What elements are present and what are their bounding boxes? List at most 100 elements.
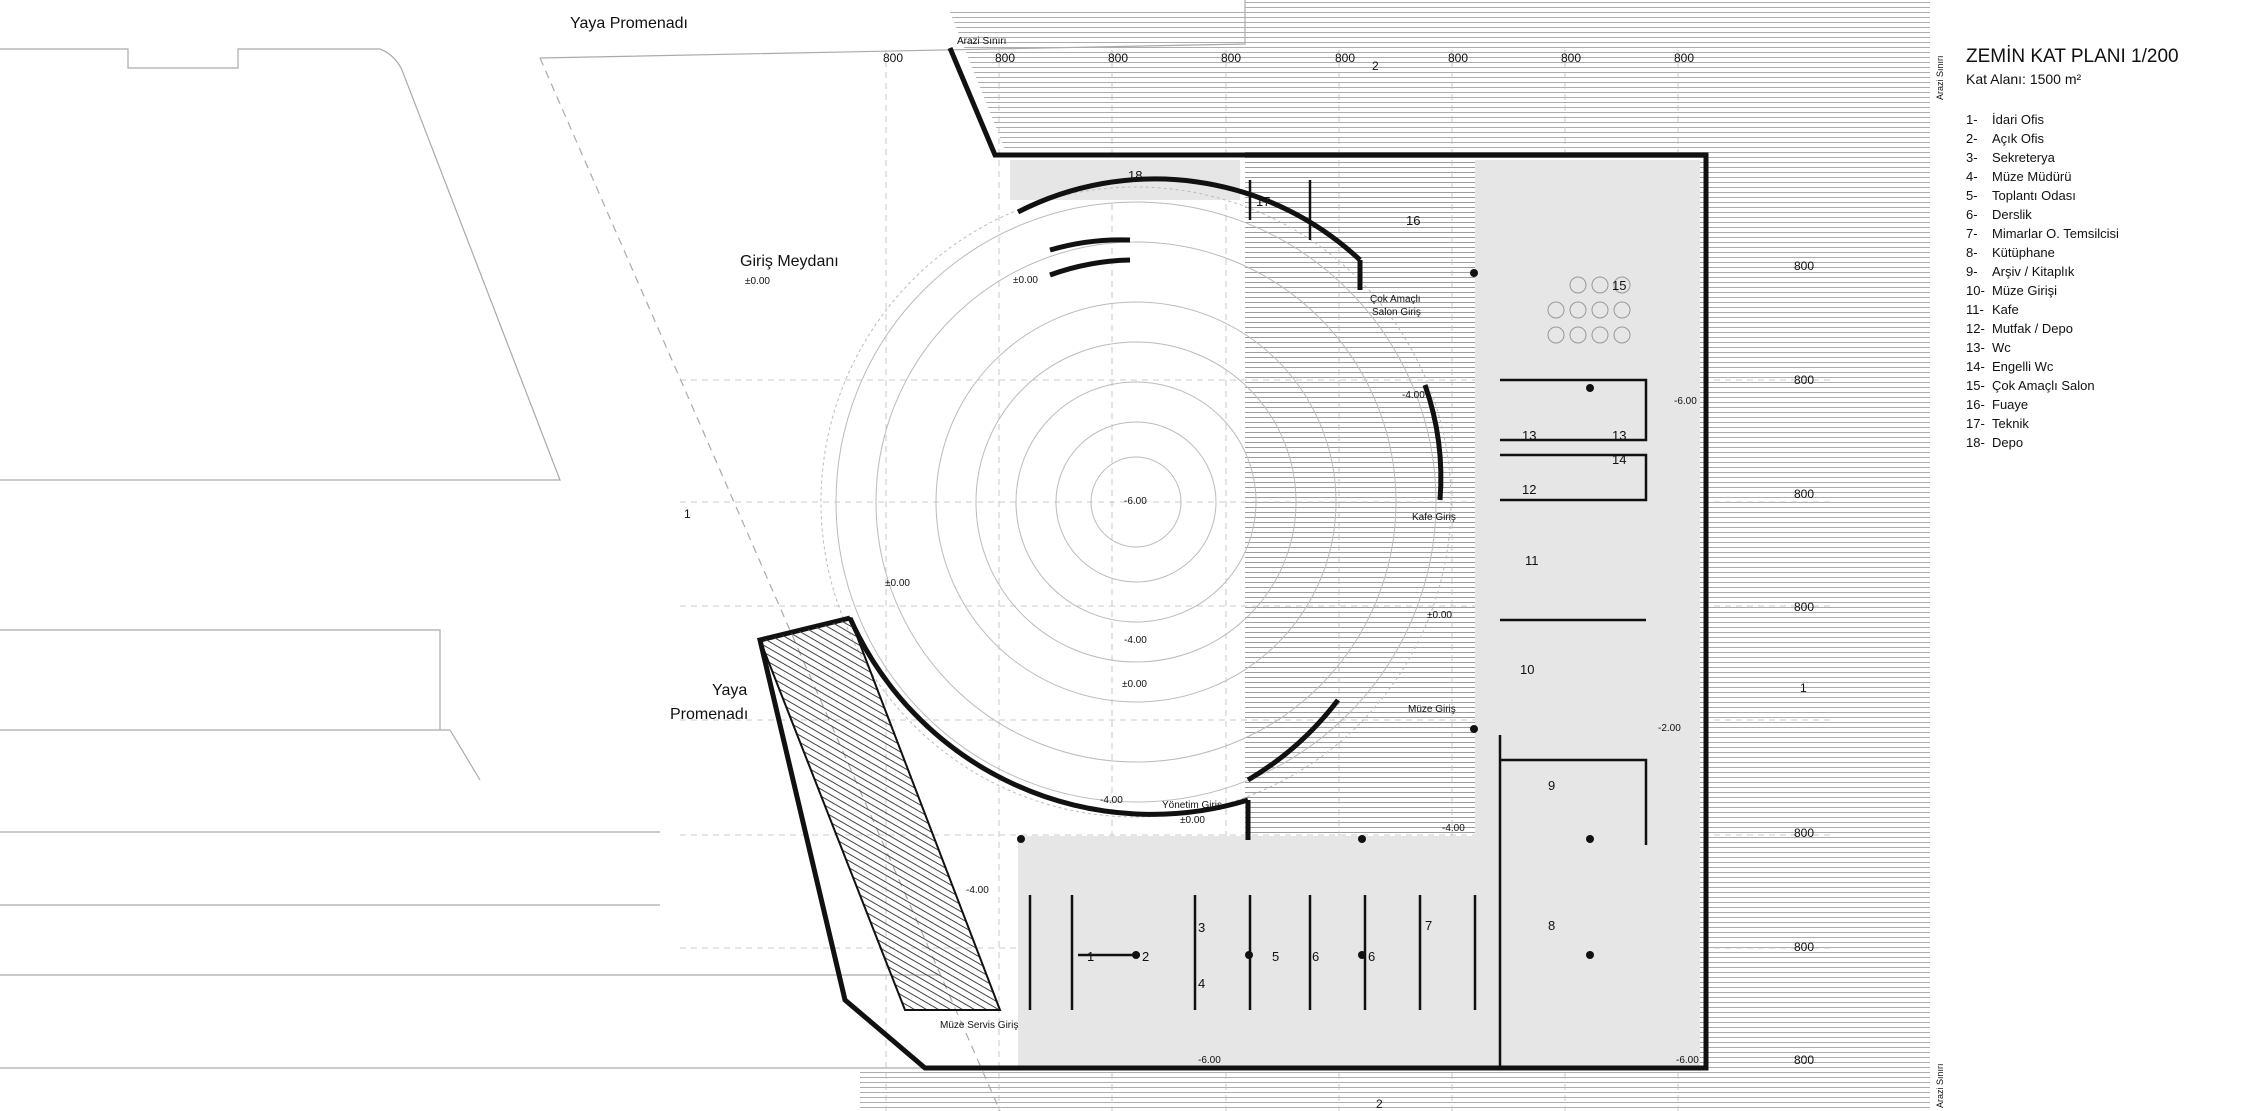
legend-label: Engelli Wc bbox=[1992, 359, 2054, 374]
room-number: 1 bbox=[1087, 949, 1094, 964]
room-number: 18 bbox=[1128, 168, 1142, 183]
level-mark: -4.00 bbox=[966, 885, 989, 896]
room-number: 3 bbox=[1198, 920, 1205, 935]
legend-num: 1- bbox=[1966, 112, 1978, 127]
legend-label: Toplantı Odası bbox=[1992, 188, 2076, 203]
room-number: 4 bbox=[1198, 976, 1205, 991]
legend-num: 6- bbox=[1966, 207, 1978, 222]
room-number: 16 bbox=[1406, 213, 1420, 228]
legend-label: Derslik bbox=[1992, 207, 2032, 222]
axis-1-left: 1 bbox=[684, 507, 691, 521]
room-number: 2 bbox=[1142, 949, 1149, 964]
dim-top: 800 bbox=[1221, 51, 1241, 65]
legend-label: Kafe bbox=[1992, 302, 2019, 317]
room-number: 13 bbox=[1522, 428, 1536, 443]
legend-label: Fuaye bbox=[1992, 397, 2028, 412]
legend-label: Müze Müdürü bbox=[1992, 169, 2071, 184]
level-mark: -6.00 bbox=[1676, 1055, 1699, 1066]
level-mark: -6.00 bbox=[1198, 1055, 1221, 1066]
level-mark: -4.00 bbox=[1402, 390, 1425, 401]
interior-walls bbox=[1028, 180, 1648, 1068]
level-mark: ±0.00 bbox=[885, 578, 910, 589]
legend-label: İdari Ofis bbox=[1992, 112, 2045, 127]
legend-num: 11- bbox=[1966, 302, 1984, 317]
dim-top: 800 bbox=[1335, 51, 1355, 65]
level-mark: -4.00 bbox=[1124, 635, 1147, 646]
legend-num: 14- bbox=[1966, 359, 1985, 374]
legend-label: Teknik bbox=[1992, 416, 2029, 431]
columns bbox=[1017, 269, 1594, 959]
room-number: 14 bbox=[1612, 452, 1626, 467]
dim-top: 800 bbox=[1561, 51, 1581, 65]
axis-1-right: 1 bbox=[1800, 681, 1807, 695]
room-number: 6 bbox=[1312, 949, 1319, 964]
legend-num: 15- bbox=[1966, 378, 1985, 393]
level-mark: ±0.00 bbox=[1122, 679, 1147, 690]
room-number: 6 bbox=[1368, 949, 1375, 964]
arazi-siniri-top: Arazi Sınırı bbox=[957, 36, 1006, 47]
legend-label: Arşiv / Kitaplık bbox=[1992, 264, 2075, 279]
room-numbers: 1 2 3 4 5 6 6 7 8 9 10 11 12 13 13 14 15… bbox=[1087, 168, 1626, 991]
legend-num: 10- bbox=[1966, 283, 1985, 298]
level-mark: -4.00 bbox=[1442, 823, 1465, 834]
level-mark: ±0.00 bbox=[1013, 275, 1038, 286]
level-giris-meydani: ±0.00 bbox=[745, 276, 770, 287]
legend-num: 9- bbox=[1966, 264, 1978, 279]
room-number: 7 bbox=[1425, 918, 1432, 933]
legend-label: Depo bbox=[1992, 435, 2023, 450]
legend-label: Sekreterya bbox=[1992, 150, 2056, 165]
axis-2-bottom: 2 bbox=[1376, 1097, 1383, 1111]
legend-num: 7- bbox=[1966, 226, 1978, 241]
legend-label: Mutfak / Depo bbox=[1992, 321, 2073, 336]
corridor-fill bbox=[1010, 160, 1700, 1068]
dim-top: 800 bbox=[1108, 51, 1128, 65]
axis-2-top: 2 bbox=[1372, 59, 1379, 73]
dim-right: 800 bbox=[1794, 940, 1814, 954]
dim-top: 800 bbox=[1448, 51, 1468, 65]
legend-num: 4- bbox=[1966, 169, 1978, 184]
level-mark: -4.00 bbox=[1100, 795, 1123, 806]
legend-label: Müze Girişi bbox=[1992, 283, 2057, 298]
room-number: 15 bbox=[1612, 278, 1626, 293]
legend-num: 18- bbox=[1966, 435, 1985, 450]
entrance-servis: Müze Servis Giriş bbox=[940, 1020, 1018, 1031]
dim-right: 800 bbox=[1794, 600, 1814, 614]
legend-num: 13- bbox=[1966, 340, 1985, 355]
level-mark: -2.00 bbox=[1658, 723, 1681, 734]
entrance-cok-amacli-1: Çok Amaçlı bbox=[1370, 294, 1421, 305]
legend-num: 5- bbox=[1966, 188, 1978, 203]
dim-right: 800 bbox=[1794, 487, 1814, 501]
floor-area: Kat Alanı: 1500 m² bbox=[1966, 71, 2082, 87]
legend-num: 12- bbox=[1966, 321, 1985, 336]
amphitheatre-rings bbox=[820, 186, 1452, 818]
dim-right: 800 bbox=[1794, 373, 1814, 387]
entrance-cok-amacli-2: Salon Giriş bbox=[1372, 307, 1421, 318]
ramp bbox=[758, 616, 1002, 1011]
room-number: 11 bbox=[1525, 553, 1539, 568]
legend-num: 2- bbox=[1966, 131, 1978, 146]
yaya-promenadi-left-1: Yaya bbox=[712, 682, 747, 699]
legend-num: 3- bbox=[1966, 150, 1978, 165]
dim-right: 800 bbox=[1794, 826, 1814, 840]
level-yonetim: ±0.00 bbox=[1180, 815, 1205, 826]
room-number: 5 bbox=[1272, 949, 1279, 964]
legend-label: Çok Amaçlı Salon bbox=[1992, 378, 2095, 393]
dim-right: 800 bbox=[1794, 1053, 1814, 1067]
building-walls bbox=[756, 47, 1709, 1071]
legend-num: 17- bbox=[1966, 416, 1985, 431]
legend-num: 8- bbox=[1966, 245, 1978, 260]
grid-dimensions-top: 800 800 800 800 800 800 800 800 bbox=[883, 51, 1694, 65]
dim-top: 800 bbox=[995, 51, 1015, 65]
level-mark: ±0.00 bbox=[1427, 610, 1452, 621]
legend-label: Wc bbox=[1992, 340, 2011, 355]
hall-seating bbox=[1547, 276, 1631, 344]
yaya-promenadi-left-2: Promenadı bbox=[670, 706, 748, 723]
giris-meydani: Giriş Meydanı bbox=[740, 253, 839, 270]
dim-right: 800 bbox=[1794, 259, 1814, 273]
grid-dimensions-right: 800 800 800 800 800 800 800 bbox=[1794, 259, 1814, 1067]
room-number: 9 bbox=[1548, 778, 1555, 793]
room-number: 10 bbox=[1520, 662, 1534, 677]
arazi-siniri-right-bottom: Arazi Sınırı bbox=[1935, 1063, 1945, 1108]
legend: 1- İdari Ofis 2- Açık Ofis 3- Sekreterya… bbox=[1966, 112, 2119, 450]
